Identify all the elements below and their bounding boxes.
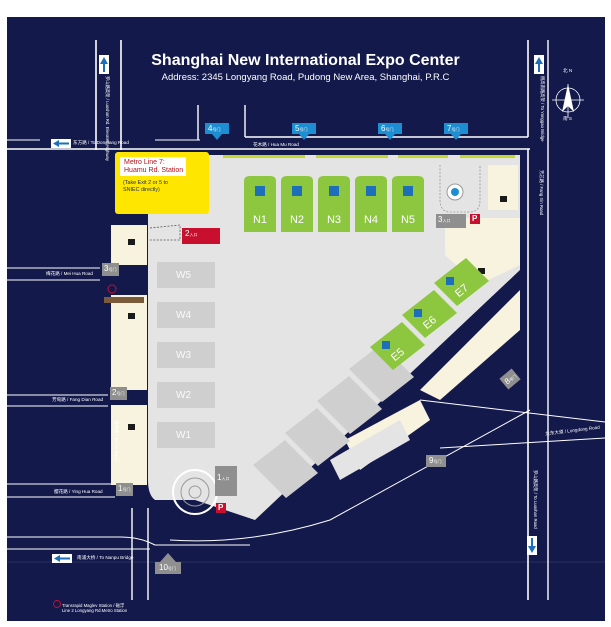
entrance-hall-2-label: 2入口 <box>185 229 198 238</box>
side-gate-2-label: 2号门 <box>112 388 125 397</box>
left-strip <box>111 225 147 485</box>
parking-icon <box>470 214 480 224</box>
hall-label: W2 <box>176 390 191 401</box>
gate-7-label: 7号门 <box>447 124 460 133</box>
road-label: 罗山路高架 / To Luoshan Road <box>533 470 538 529</box>
road-label: 罗山路高架 / Luoshan Rd. Elevated Highway <box>105 76 110 162</box>
parking-label: P <box>218 503 224 512</box>
east-green-halls <box>370 258 489 370</box>
side-gate-3-label: 3号门 <box>104 264 117 273</box>
parking-label: P <box>472 214 478 223</box>
gate-6-label: 6号门 <box>381 124 394 133</box>
gate-4-label: 4号门 <box>208 124 221 133</box>
hall-label: W4 <box>176 310 191 321</box>
entrance-hall-3 <box>436 214 466 228</box>
east-grey-halls <box>253 344 414 498</box>
road-label: 东方路 / To Dongfang Road <box>73 140 129 145</box>
entrance-hall-2 <box>182 228 220 244</box>
entrance-hall-1-label: 1入口 <box>217 473 230 482</box>
compass-north-label: 北 N <box>563 68 573 73</box>
road-label: 梅花路 / Mei Hua Road <box>46 271 93 276</box>
side-gate-1-label: 1号门 <box>118 484 131 493</box>
metro-info-label: Metro Line 7: Huamu Rd. Station <box>120 157 186 176</box>
hall-label: W3 <box>176 350 191 361</box>
gate-5-label: 5号门 <box>295 124 308 133</box>
page-title: Shanghai New International Expo Center <box>151 52 460 69</box>
hall-label: N1 <box>252 214 268 226</box>
road-label: 杨高南路高架 / To Yanggao Bridge <box>540 76 545 142</box>
hall-label: W1 <box>176 430 191 441</box>
north-roundabout <box>439 165 481 213</box>
metro-exit-note: (Take Exit 2 or 5 to SNIEC directly) <box>123 180 168 193</box>
entrance-hall-1 <box>215 466 237 496</box>
hall-label: N3 <box>326 214 342 226</box>
metro-line-name: Metro Line 7: <box>124 159 165 166</box>
gate-9-label: 9号门 <box>429 456 442 465</box>
road-network <box>7 40 606 600</box>
road-label: 芳甸路 / Fang Dian Road <box>52 397 104 402</box>
parking-icon <box>216 503 226 513</box>
address-line: Address: 2345 Longyang Road, Pudong New … <box>161 72 450 83</box>
metro-info-box: Metro Line 7: Huamu Rd. Station (Take Ex… <box>115 152 209 214</box>
north-hall-icons <box>255 186 413 196</box>
entrance-hall-3-label: 3入口 <box>438 215 451 224</box>
expo-site <box>148 155 520 520</box>
metro-station-name: Huamu Rd. Station <box>124 167 184 174</box>
maglev-icon <box>53 600 61 608</box>
road-label: 樱花路 / Ying Hua Road <box>54 489 103 494</box>
lime-bars <box>223 155 515 158</box>
hall-label: N5 <box>400 214 416 226</box>
hall-label: W5 <box>176 270 191 281</box>
compass-icon <box>552 84 584 118</box>
road-label: 南浦大桥 / To Nanpu Bridge <box>77 555 134 560</box>
gate-10-label: 10号门 <box>159 563 176 572</box>
legend: Transrapid Maglev Station / 磁浮 Line 2 Lo… <box>62 603 128 613</box>
side-gates <box>102 263 521 574</box>
hall-label: N2 <box>289 214 305 226</box>
road-label: 花木路 / Hua Mu Road <box>253 142 299 147</box>
hall-label: N4 <box>363 214 379 226</box>
road-label: 芳芯路 / Fang Xin Road <box>539 170 544 216</box>
road-label: 锦绣路 / Jin Xiu Road <box>114 420 119 461</box>
direction-arrows <box>51 55 544 563</box>
ne-building <box>488 165 518 210</box>
compass-south-label: 南 S <box>563 116 572 121</box>
north-halls <box>244 176 424 232</box>
west-halls <box>157 262 215 448</box>
diagonal-strip <box>420 290 520 400</box>
metro-station-icon <box>104 284 144 303</box>
gate-markers <box>205 123 468 134</box>
